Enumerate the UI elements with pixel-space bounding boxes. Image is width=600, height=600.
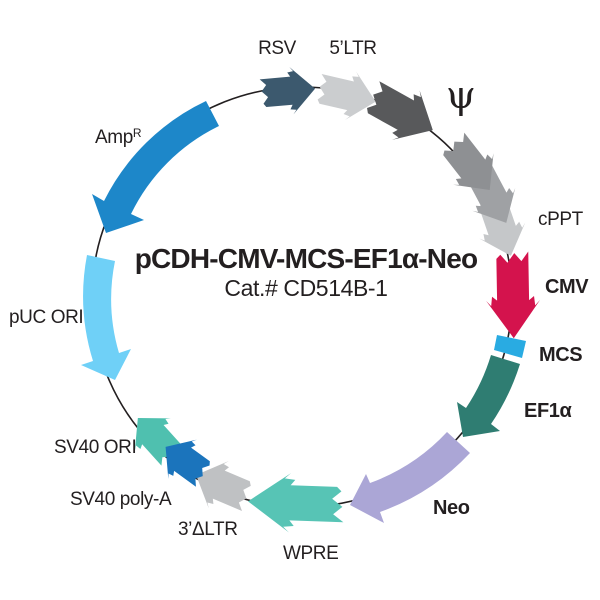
mcs-band [494, 335, 526, 358]
ltr5-label: 5’LTR [329, 38, 377, 59]
ef1a-label: EF1α [524, 400, 572, 422]
amp-arrow [92, 101, 219, 233]
sv40pa-label: SV40 poly-A [70, 489, 172, 510]
rsv-label: RSV [258, 38, 296, 59]
neo-arrow [350, 432, 470, 523]
mcs-label: MCS [539, 344, 583, 366]
ef1a-arrow [457, 355, 520, 437]
dltr3-label: 3’ΔLTR [178, 519, 238, 540]
puc-ori-label: pUC ORI [9, 307, 84, 328]
catalog-number: Cat.# CD514B-1 [224, 274, 388, 301]
puc-ori-arrow [81, 255, 131, 380]
cppt-label: cPPT [538, 209, 583, 230]
wpre-label: WPRE [283, 543, 339, 564]
cmv-label: CMV [545, 276, 589, 298]
amp-label-sup: R [132, 126, 142, 140]
amp-label-base: Amp [95, 127, 133, 148]
psi-arrow [357, 71, 447, 155]
psi-label: ψ [446, 73, 476, 117]
plasmid-title: pCDH-CMV-MCS-EF1α-Neo [134, 243, 478, 274]
neo-label: Neo [433, 497, 470, 519]
amp-label: AmpR [95, 126, 142, 149]
wpre-arrow [246, 471, 346, 535]
center-text-block: pCDH-CMV-MCS-EF1α-Neo Cat.# CD514B-1 [116, 243, 496, 302]
sv40ori-label: SV40 ORI [54, 437, 137, 458]
rsv-arrow [258, 64, 318, 118]
ltr5-arrow [312, 64, 382, 126]
